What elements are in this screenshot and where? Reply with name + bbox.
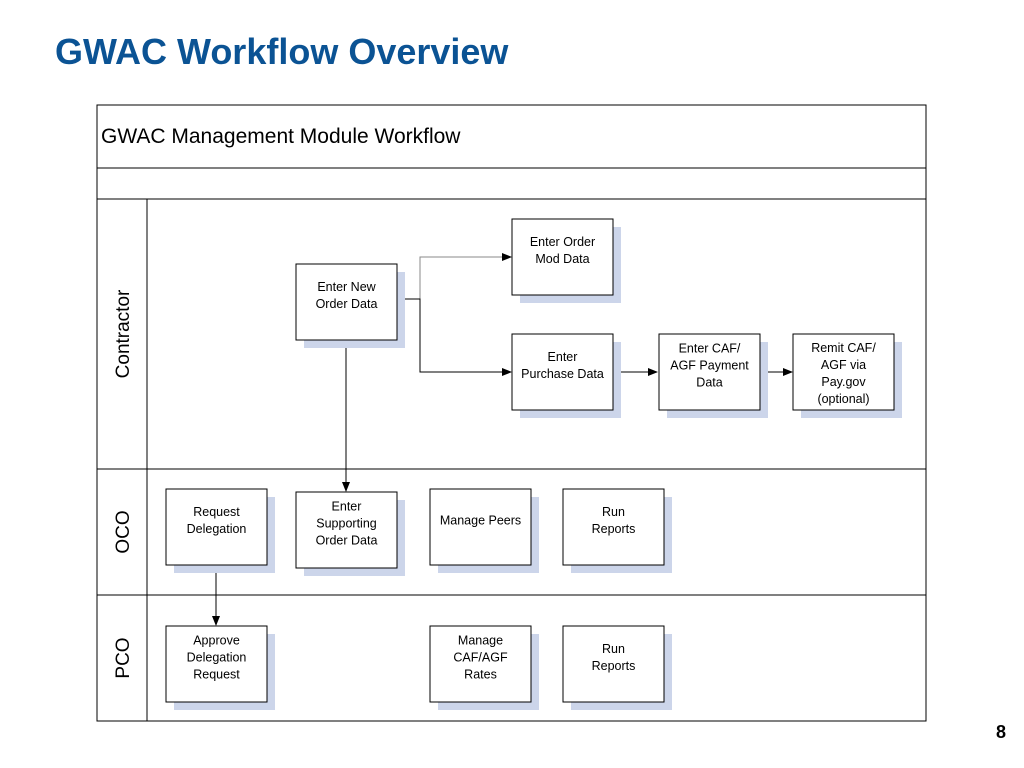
box-label-line: Order Data: [316, 534, 378, 548]
slide-title: GWAC Workflow Overview: [55, 31, 509, 72]
box-label-line: CAF/AGF: [453, 651, 508, 665]
box-border: [295, 263, 398, 341]
box-border: [562, 625, 665, 703]
box-label-line: Approve: [193, 634, 240, 648]
box-label-line: Purchase Data: [521, 367, 604, 381]
box-label-line: Enter Order: [530, 235, 595, 249]
box-label-line: Manage: [458, 634, 503, 648]
page-number: 8: [995, 722, 1006, 742]
connector-new-order-to-purchase-data: [397, 298, 512, 376]
box-label-line: Pay.gov: [821, 375, 866, 389]
box-label-line: Run: [602, 505, 625, 519]
box-border: [429, 488, 532, 566]
box-label-line: Delegation: [187, 522, 247, 536]
box-label-line: Delegation: [187, 651, 247, 665]
box-label-line: Rates: [464, 668, 497, 682]
lane-label-contractor: Contractor: [113, 289, 134, 378]
box-border: [562, 488, 665, 566]
box-border: [295, 491, 398, 569]
connectors: [212, 253, 793, 626]
box-border: [429, 625, 532, 703]
box-label-line: Data: [696, 376, 722, 390]
box-label-line: Order Data: [316, 297, 378, 311]
manage-peers-box: Manage Peers: [429, 488, 539, 573]
box-label-line: Request: [193, 668, 240, 682]
box-label-line: Enter New: [317, 280, 376, 294]
box-label-line: Supporting: [316, 517, 377, 531]
box-border: [792, 333, 895, 411]
box-border: [658, 333, 761, 411]
box-label-line: Remit CAF/: [811, 341, 876, 355]
box-border: [511, 218, 614, 296]
box-label-line: Mod Data: [535, 252, 589, 266]
box-border: [511, 333, 614, 411]
box-label-line: AGF via: [821, 358, 866, 372]
diagram-frame: [96, 104, 927, 722]
diagram-header: GWAC Management Module Workflow: [101, 125, 461, 148]
box-border: [165, 488, 268, 566]
box-label-line: Reports: [592, 659, 636, 673]
box-label-line: Manage Peers: [440, 514, 521, 528]
lane-label-pco: PCO: [113, 637, 134, 678]
box-label-line: (optional): [817, 392, 869, 406]
box-label-line: Enter CAF/: [679, 342, 741, 356]
lane-label-oco: OCO: [113, 510, 134, 553]
box-label-line: AGF Payment: [670, 359, 749, 373]
box-label-line: Request: [193, 505, 240, 519]
box-label-line: Enter: [548, 350, 578, 364]
box-label-line: Reports: [592, 522, 636, 536]
box-label-line: Run: [602, 642, 625, 656]
box-label-line: Enter: [332, 500, 362, 514]
box-border: [165, 625, 268, 703]
